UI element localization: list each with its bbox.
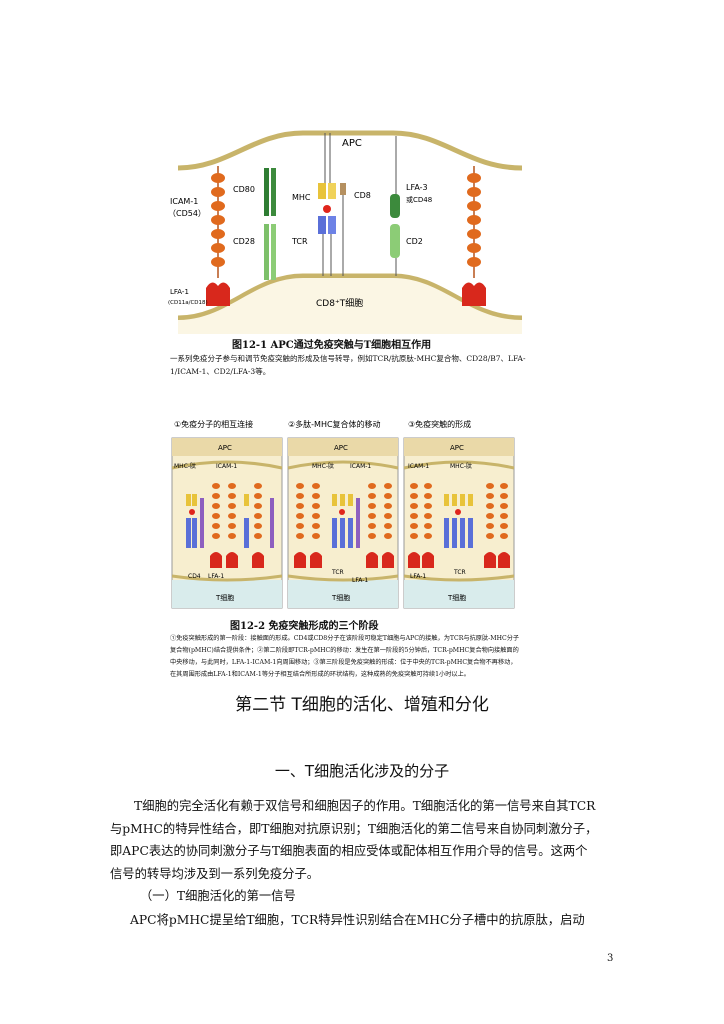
apc-label: APC (342, 138, 362, 149)
lfa1-left (206, 282, 230, 306)
figure-apc-tcell-synapse: APC ICAM-1 （CD54） LFA-1 (CD11a/CD18) CD8… (168, 128, 532, 334)
cd28-label: CD28 (233, 237, 255, 246)
cd2-label: CD2 (406, 237, 423, 246)
stage1-mhc: MHC-肽 (174, 462, 196, 470)
stage1-lfa1: LFA-1 (208, 573, 224, 580)
mhc-tcr-complex (318, 133, 346, 276)
stage1-icam1: ICAM-1 (216, 463, 237, 470)
stage3-lfa1: LFA-1 (410, 573, 426, 580)
cd48-label: 或CD48 (406, 195, 432, 204)
tcr-label: TCR (291, 237, 308, 246)
stage2-tcell: T细胞 (331, 593, 350, 602)
figure2-caption-desc: ①免疫突触形成的第一阶段：接触面的形成。CD4或CD8分子在该阶段可稳定T细胞与… (170, 633, 522, 681)
mhc-label: MHC (292, 193, 311, 202)
figure1-caption-title: 图12-1 APC通过免疫突触与T细胞相互作用 (232, 336, 431, 351)
lfa1-right (462, 282, 486, 306)
paragraph-1-line-2: 与pMHC的特异性结合，即T细胞对抗原识别；T细胞活化的第二信号来自协同刺激分子… (110, 818, 616, 841)
stage2-tcr: TCR (331, 569, 344, 576)
lfa1-label: LFA-1 (170, 288, 189, 296)
stage3-tcell: T细胞 (447, 593, 466, 602)
figure1-caption-desc: 一系列免疫分子参与和调节免疫突触的形成及信号转导，例如TCR/抗原肽-MHC复合… (170, 352, 530, 378)
section-title: 第二节 T细胞的活化、增殖和分化 (0, 690, 724, 715)
subsection-title: 一、T细胞活化涉及的分子 (0, 760, 724, 781)
page-number: 3 (607, 953, 613, 964)
stage3-apc: APC (450, 444, 464, 452)
stage2-lfa1: LFA-1 (352, 577, 368, 584)
cd8-label: CD8 (354, 191, 371, 200)
stage1-cd4: CD4 (188, 573, 201, 580)
stage3-icam1: ICAM-1 (408, 463, 429, 470)
paragraph-3: APC将pMHC提呈给T细胞，TCR特异性识别结合在MHC分子槽中的抗原肽，启动 (130, 910, 585, 928)
paragraph-1-line-3: 即APC表达的协同刺激分子与T细胞表面的相应受体或配体相互作用介导的信号。这两个 (110, 840, 616, 863)
paragraph-2-heading: （一）T细胞活化的第一信号 (140, 886, 296, 904)
cd54-label: （CD54） (168, 209, 206, 218)
lfa1-sub-label: (CD11a/CD18) (168, 300, 208, 306)
stage3-title: ③免疫突触的形成 (408, 419, 471, 429)
stage3-mhc: MHC-肽 (450, 462, 472, 470)
stage2-mhc: MHC-肽 (312, 462, 334, 470)
figure-synapse-stages: ①免疫分子的相互连接 ②多肽-MHC复合体的移动 ③免疫突触的形成 APC MH… (170, 416, 518, 612)
icam1-chain-left (211, 166, 225, 278)
lfa3-label: LFA-3 (406, 183, 428, 192)
stage1-apc: APC (218, 444, 232, 452)
stage1-panel: APC MHC-肽 ICAM-1 CD4 LFA-1 T细胞 (172, 438, 282, 608)
tcell-label: CD8⁺T细胞 (316, 297, 363, 309)
stage3-tcr: TCR (453, 569, 466, 576)
cd80-label: CD80 (233, 185, 255, 194)
paragraph-1: T细胞的完全活化有赖于双信号和细胞因子的作用。T细胞活化的第一信号来自其TCR … (110, 795, 616, 885)
stage1-title: ①免疫分子的相互连接 (174, 419, 253, 429)
icam1-chain-right (467, 166, 481, 278)
cd80-cd28 (264, 168, 276, 280)
stage2-panel: APC MHC-肽 ICAM-1 TCR LFA-1 T细胞 (288, 438, 398, 608)
paragraph-1-line-4: 信号的转导均涉及到一系列免疫分子。 (110, 863, 616, 886)
stage3-panel: APC ICAM-1 MHC-肽 LFA-1 TCR T细胞 (404, 438, 514, 608)
lfa3-cd2 (390, 136, 400, 276)
stage2-icam1: ICAM-1 (350, 463, 371, 470)
stage2-apc: APC (334, 444, 348, 452)
stage1-tcell: T细胞 (215, 593, 234, 602)
icam1-label: ICAM-1 (170, 197, 198, 206)
figure2-caption-title: 图12-2 免疫突触形成的三个阶段 (230, 617, 379, 632)
stage2-title: ②多肽-MHC复合体的移动 (288, 419, 381, 429)
paragraph-1-line-1: T细胞的完全活化有赖于双信号和细胞因子的作用。T细胞活化的第一信号来自其TCR (110, 795, 616, 818)
